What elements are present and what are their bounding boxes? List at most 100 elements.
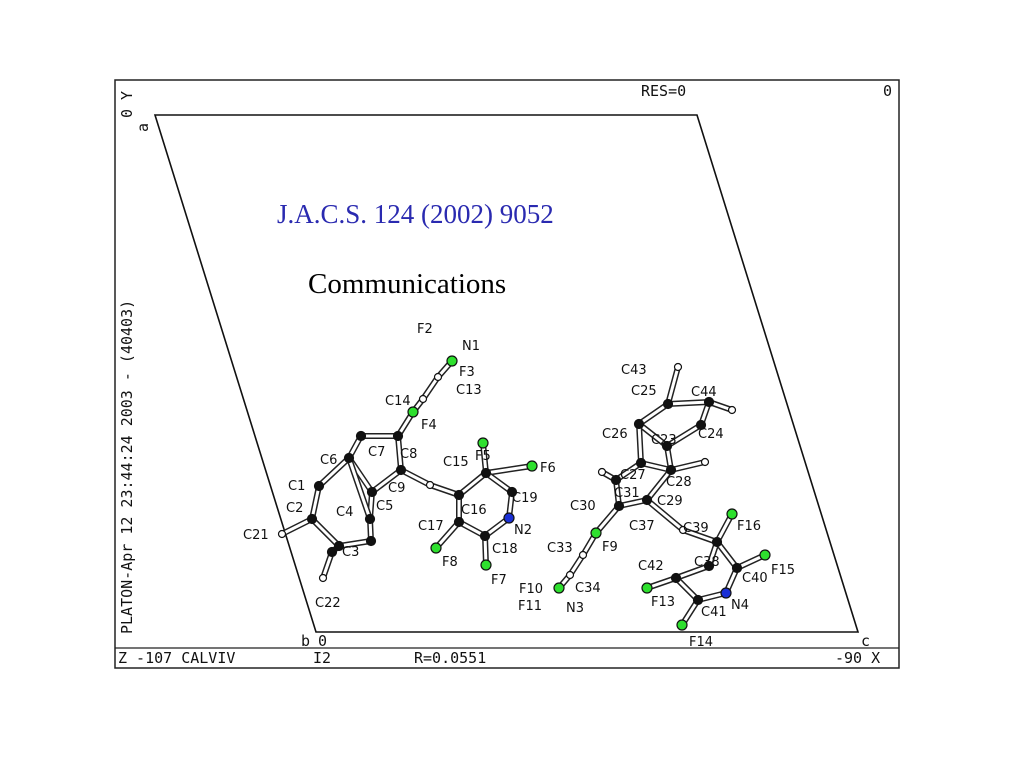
bond-fill (681, 528, 719, 544)
axis-c-label: c (861, 632, 870, 650)
atom-layer (277, 355, 771, 631)
atom-c18 (479, 530, 491, 542)
atom-label-c43: C43 (621, 363, 647, 378)
atom-label-f11: F11 (518, 599, 542, 614)
atom-label-c26: C26 (602, 427, 628, 442)
atom-c21 (277, 529, 287, 539)
citation-title: J.A.C.S. 124 (2002) 9052 (277, 199, 554, 229)
atom-label-c27: C27 (620, 468, 646, 483)
atom-label-c5: C5 (376, 499, 393, 514)
atom-label-c9: C9 (388, 481, 405, 496)
bond-fill (484, 471, 514, 494)
atom-n1 (446, 355, 458, 367)
bond-fill (674, 576, 700, 602)
bond-fill (637, 402, 670, 426)
atom-c28 (665, 464, 677, 476)
atom-c39 (711, 536, 723, 548)
bond-fill (669, 460, 707, 472)
atom-f7 (480, 559, 492, 571)
atom-label-c34: C34 (575, 581, 601, 596)
atom-label-c33: C33 (547, 541, 573, 556)
atom-f4 (407, 406, 419, 418)
atom-label-c44: C44 (691, 385, 717, 400)
bond-fill (310, 484, 321, 521)
res-label: RES=0 (641, 82, 686, 100)
atom-c40 (731, 562, 743, 574)
atom-f14 (676, 619, 688, 631)
bond-fill (347, 456, 372, 521)
atom-c34 (565, 570, 575, 580)
bond-fill (715, 540, 739, 570)
atom-c6b (343, 452, 355, 464)
atom-c5b (365, 535, 377, 547)
atom-label-n1: N1 (462, 339, 480, 354)
atom-f16 (726, 508, 738, 520)
atom-label-c42: C42 (638, 559, 664, 574)
atom-label-c7: C7 (368, 445, 385, 460)
bond-fill (399, 468, 432, 487)
subtitle: Communications (308, 268, 506, 300)
bond-fill (370, 468, 403, 494)
atom-label-f16: F16 (737, 519, 761, 534)
bond-fill (421, 375, 440, 401)
atom-label-c2: C2 (286, 501, 303, 516)
atom-label-n2: N2 (514, 523, 532, 538)
bond-fill (637, 422, 669, 448)
atom-f5 (477, 437, 489, 449)
atom-label-f9: F9 (602, 540, 618, 555)
atom-c4 (333, 540, 345, 552)
atom-label-n4: N4 (731, 598, 749, 613)
atom-c33 (578, 550, 588, 560)
atom-label-c19: C19 (512, 491, 538, 506)
atom-label-c38: C38 (694, 555, 720, 570)
atom-label-c13: C13 (456, 383, 482, 398)
atom-f9 (590, 527, 602, 539)
bond-fill (484, 464, 534, 475)
atom-label-c4: C4 (336, 505, 353, 520)
atom-c44 (703, 396, 715, 408)
atom-label-c25: C25 (631, 384, 657, 399)
axis-b-label: b (301, 632, 310, 650)
atom-label-f15: F15 (771, 563, 795, 578)
atom-c30 (597, 467, 607, 477)
atom-label-f14: F14 (689, 635, 713, 650)
bond-fill (457, 471, 488, 497)
atom-label-c14: C14 (385, 394, 411, 409)
footer-r-factor: R=0.0551 (414, 649, 486, 667)
atom-c9 (366, 486, 378, 498)
atom-c42 (670, 572, 682, 584)
atom-label-f4: F4 (421, 418, 437, 433)
atom-c15 (425, 480, 435, 490)
atom-n4 (720, 587, 732, 599)
bond-fill (317, 456, 351, 488)
atom-c37 (678, 525, 688, 535)
bond-fill (396, 434, 403, 472)
bond-fill (666, 365, 680, 406)
atom-c7 (392, 430, 404, 442)
atom-f8 (430, 542, 442, 554)
axis-y-label: 0 Y (118, 91, 136, 118)
unit-cell (153, 114, 860, 633)
bond-fill (674, 564, 711, 580)
atom-label-f13: F13 (651, 595, 675, 610)
atom-label-n3: N3 (566, 601, 584, 616)
atom-n2 (503, 512, 515, 524)
atom-c25 (662, 398, 674, 410)
atom-label-c15: C15 (443, 455, 469, 470)
top-right-zero: 0 (883, 82, 892, 100)
bond-fill (594, 504, 621, 535)
atom-f10 (553, 582, 565, 594)
atom-c23 (661, 440, 673, 452)
bond-fill (645, 498, 685, 532)
atom-c8 (395, 464, 407, 476)
atom-label-f2: F2 (417, 322, 433, 337)
atom-c28h (700, 457, 710, 467)
atom-f13 (641, 582, 653, 594)
vertical-caption: PLATON-Apr 12 23:44:24 2003 - (40403) (118, 300, 136, 634)
bond-fill (637, 422, 643, 465)
footer-left: Z -107 CALVIV (118, 649, 235, 667)
bond-fill (337, 539, 373, 548)
atom-label-c17: C17 (418, 519, 444, 534)
